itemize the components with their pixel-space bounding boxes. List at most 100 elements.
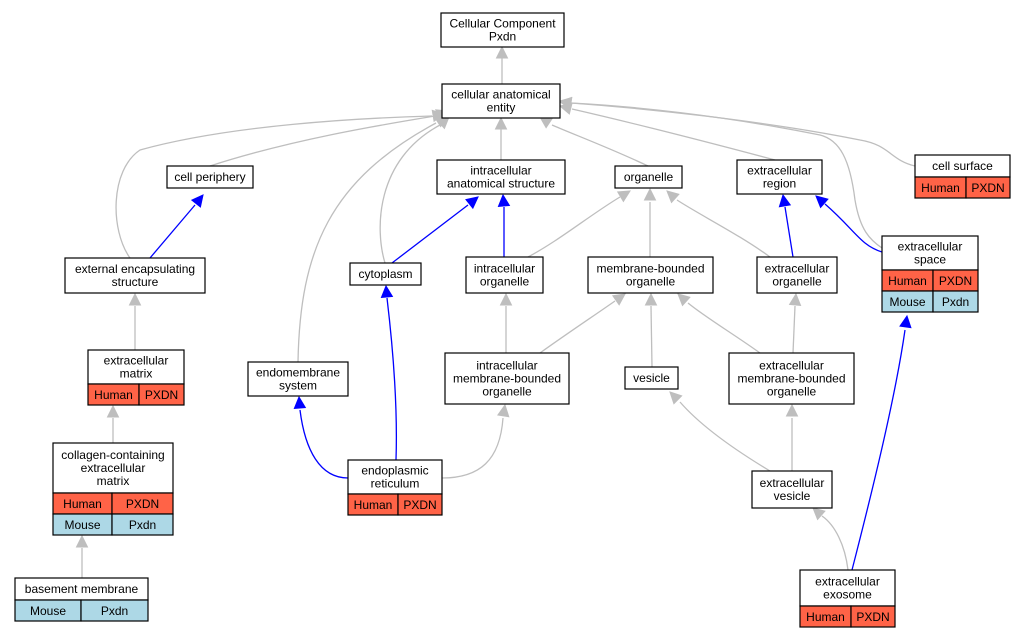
node-collagen-containing-extracellular-matrix[interactable]: collagen-containingextracellularmatrixHu… xyxy=(52,442,174,536)
edge-extracellular-space-to-cellular-anatomical-entity xyxy=(558,96,883,249)
edge-arrowhead xyxy=(75,534,89,548)
edge-line xyxy=(570,102,883,249)
node-box xyxy=(64,257,206,294)
species-label: Mouse xyxy=(64,518,100,532)
node-vesicle[interactable]: vesicle xyxy=(624,366,679,390)
edge-arrowhead xyxy=(499,292,513,306)
node-label: Cellular Component xyxy=(449,17,556,31)
edge-arrowhead xyxy=(643,187,657,201)
edge-intracellular-membrane-bounded-organelle-to-membrane-bounded-organelle xyxy=(539,293,626,354)
gene-cell xyxy=(111,513,174,536)
edge-line xyxy=(441,417,504,479)
edge-arrowhead xyxy=(465,196,479,210)
node-label: cellular anatomical xyxy=(451,88,550,102)
node-cytoplasm[interactable]: cytoplasm xyxy=(349,262,422,286)
node-box xyxy=(349,262,422,286)
gene-label: PXDN xyxy=(971,181,1004,195)
node-label: extracellular xyxy=(747,164,812,178)
edge-extracellular-exosome-to-extracellular-vesicle xyxy=(812,507,849,571)
edge-extracellular-organelle-to-organelle xyxy=(666,190,771,258)
edge-line xyxy=(391,204,469,264)
node-box xyxy=(799,569,896,607)
edge-endoplasmic-reticulum-to-intracellular-membrane-bounded-organelle xyxy=(441,403,510,479)
node-box xyxy=(166,165,254,189)
edge-endomembrane-system-to-cellular-anatomical-entity xyxy=(297,115,448,363)
edge-arrowhead xyxy=(293,395,307,409)
edge-extracellular-organelle-to-extracellular-region xyxy=(778,193,794,258)
node-label: matrix xyxy=(120,367,153,381)
edge-extracellular-membrane-bounded-organelle-to-extracellular-organelle xyxy=(788,292,802,354)
node-label: vesicle xyxy=(774,489,811,503)
node-box xyxy=(52,442,174,494)
edge-arrowhead xyxy=(558,96,573,110)
node-label: entity xyxy=(487,101,516,115)
edge-line xyxy=(149,204,196,259)
edge-arrowhead xyxy=(106,404,120,418)
node-box xyxy=(624,366,679,390)
node-label: extracellular xyxy=(815,575,880,589)
node-label: anatomical structure xyxy=(447,177,555,191)
edge-line xyxy=(299,409,349,479)
edge-cell-periphery-to-cellular-anatomical-entity xyxy=(209,109,450,167)
node-label: organelle xyxy=(482,385,532,399)
node-label: cytoplasm xyxy=(358,267,412,281)
edge-arrowhead xyxy=(495,45,509,59)
node-label: region xyxy=(763,177,796,191)
node-box xyxy=(756,256,838,294)
edge-line xyxy=(527,196,621,258)
species-label: Human xyxy=(806,610,845,624)
node-label: Pxdn xyxy=(489,30,516,44)
node-label: organelle xyxy=(624,170,674,184)
node-label: space xyxy=(914,253,946,267)
node-organelle[interactable]: organelle xyxy=(614,165,683,189)
edges-layer xyxy=(75,45,916,578)
species-label: Mouse xyxy=(30,604,66,618)
edge-arrowhead xyxy=(644,292,658,306)
node-label: collagen-containing xyxy=(61,448,164,462)
node-label: basement membrane xyxy=(25,582,139,596)
gene-label: PXDN xyxy=(856,610,889,624)
node-box xyxy=(614,165,683,189)
edge-arrowhead xyxy=(611,293,626,306)
edge-arrowhead xyxy=(539,116,554,129)
node-box xyxy=(444,352,570,405)
edge-intracellular-anatomical-structure-to-cellular-anatomical-entity xyxy=(494,116,508,160)
edge-extracellular-matrix-to-external-encapsulating-structure xyxy=(128,292,142,350)
gene-label: Pxdn xyxy=(942,295,969,309)
node-label: extracellular xyxy=(81,461,146,475)
edge-arrowhead xyxy=(899,314,912,329)
gene-cell xyxy=(850,605,896,628)
species-label: Human xyxy=(888,274,927,288)
gene-cell xyxy=(397,493,443,516)
edge-arrowhead xyxy=(190,194,204,208)
edge-line xyxy=(821,515,849,571)
node-box xyxy=(465,256,544,294)
node-cell-periphery[interactable]: cell periphery xyxy=(166,165,254,189)
edge-extracellular-vesicle-to-vesicle xyxy=(669,391,771,472)
edge-line xyxy=(676,199,771,258)
species-label: Human xyxy=(63,497,102,511)
gene-cell xyxy=(965,176,1011,199)
gene-label: PXDN xyxy=(403,498,436,512)
edge-line xyxy=(386,297,398,461)
edge-endoplasmic-reticulum-to-cytoplasm xyxy=(380,284,398,461)
